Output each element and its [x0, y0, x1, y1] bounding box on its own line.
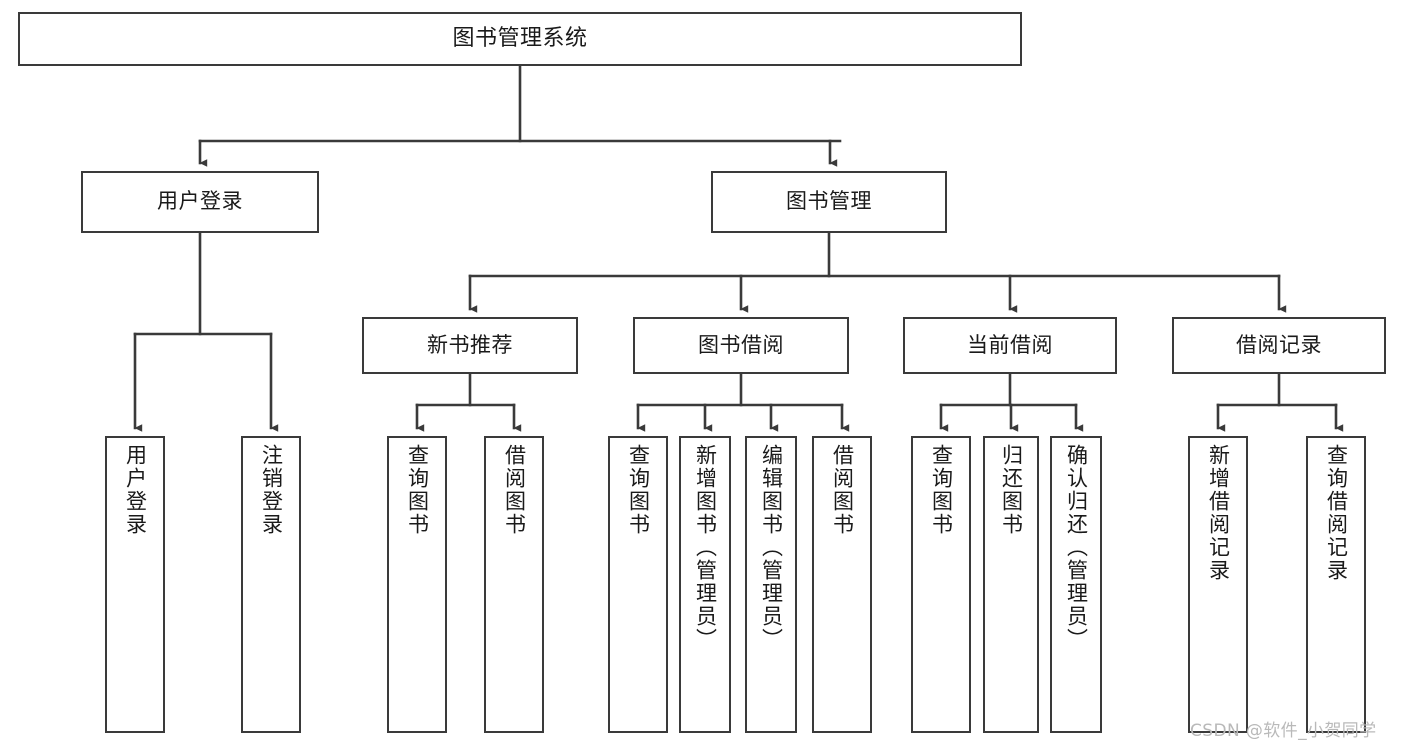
node-label: 借阅图书 [502, 444, 527, 536]
node-label: 图书管理系统 [452, 25, 588, 51]
node-label: 确认归还（管理员） [1064, 444, 1089, 651]
node-label: 新书推荐 [427, 332, 513, 357]
leaf-edit-book-admin[interactable]: 编辑图书（管理员） [745, 436, 797, 733]
leaf-query-book-borrow[interactable]: 查询图书 [608, 436, 668, 733]
leaf-add-book-admin[interactable]: 新增图书（管理员） [679, 436, 731, 733]
node-root-system[interactable]: 图书管理系统 [18, 12, 1022, 66]
node-user-login[interactable]: 用户登录 [81, 171, 319, 233]
leaf-return-book[interactable]: 归还图书 [983, 436, 1039, 733]
leaf-query-book-current[interactable]: 查询图书 [911, 436, 971, 733]
node-label: 归还图书 [999, 444, 1024, 536]
node-label: 注销登录 [259, 444, 284, 536]
node-book-management[interactable]: 图书管理 [711, 171, 947, 233]
leaf-user-login[interactable]: 用户登录 [105, 436, 165, 733]
node-current-borrow[interactable]: 当前借阅 [903, 317, 1117, 374]
node-label: 查询图书 [626, 444, 651, 536]
node-label: 用户登录 [157, 189, 243, 214]
node-label: 图书借阅 [698, 332, 784, 357]
node-new-book-recommend[interactable]: 新书推荐 [362, 317, 578, 374]
node-label: 查询借阅记录 [1324, 444, 1349, 582]
node-label: 借阅图书 [830, 444, 855, 536]
node-label: 新增图书（管理员） [693, 444, 718, 651]
leaf-lend-book[interactable]: 借阅图书 [812, 436, 872, 733]
node-label: 图书管理 [786, 189, 872, 214]
leaf-query-borrow-record[interactable]: 查询借阅记录 [1306, 436, 1366, 733]
leaf-add-borrow-record[interactable]: 新增借阅记录 [1188, 436, 1248, 733]
node-label: 查询图书 [929, 444, 954, 536]
node-book-borrow[interactable]: 图书借阅 [633, 317, 849, 374]
csdn-watermark: CSDN @软件_小贺同学 [1190, 721, 1377, 741]
node-label: 用户登录 [123, 444, 148, 536]
leaf-confirm-return-admin[interactable]: 确认归还（管理员） [1050, 436, 1102, 733]
node-label: 编辑图书（管理员） [759, 444, 784, 651]
node-label: 当前借阅 [967, 332, 1053, 357]
leaf-borrow-book-new[interactable]: 借阅图书 [484, 436, 544, 733]
leaf-logout[interactable]: 注销登录 [241, 436, 301, 733]
node-label: 新增借阅记录 [1206, 444, 1231, 582]
node-label: 查询图书 [405, 444, 430, 536]
leaf-query-book-new[interactable]: 查询图书 [387, 436, 447, 733]
node-label: 借阅记录 [1236, 332, 1322, 357]
node-borrow-records[interactable]: 借阅记录 [1172, 317, 1386, 374]
